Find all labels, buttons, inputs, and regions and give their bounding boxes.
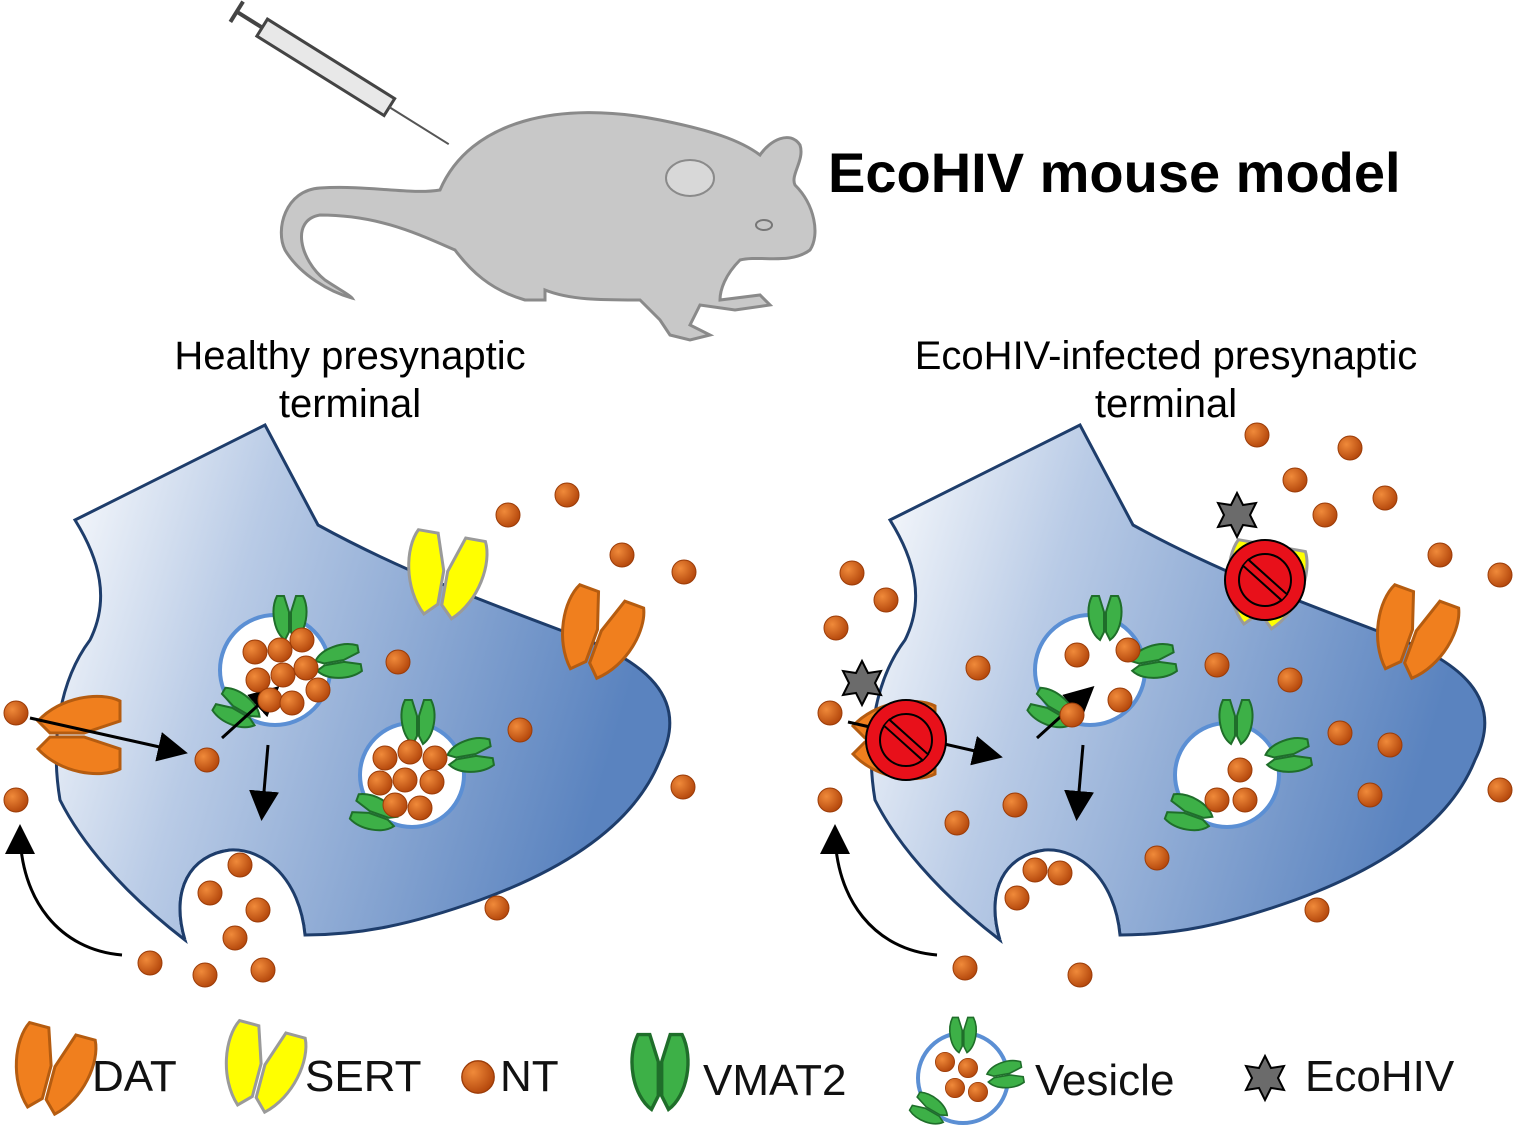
healthy-title-line1: Healthy presynaptic — [174, 334, 526, 378]
neurotransmitter-dot — [609, 542, 635, 568]
neurotransmitter-dot — [279, 690, 305, 716]
neurotransmitter-dot — [1022, 857, 1048, 883]
ecohiv-virus-icon — [1217, 492, 1257, 538]
neurotransmitter-dot — [397, 739, 423, 765]
neurotransmitter-dot — [1204, 787, 1230, 813]
neurotransmitter-dot — [1004, 885, 1030, 911]
neurotransmitter-dot — [1047, 860, 1073, 886]
neurotransmitter-dot — [1487, 562, 1513, 588]
neurotransmitter-dot — [495, 502, 521, 528]
neurotransmitter-dot — [257, 687, 283, 713]
neurotransmitter-dot — [1204, 652, 1230, 678]
neurotransmitter-dot — [670, 774, 696, 800]
legend-nt-label: NT — [500, 1052, 559, 1101]
neurotransmitter-dot — [407, 795, 433, 821]
neurotransmitter-dot — [1144, 845, 1170, 871]
healthy-panel-title: Healthy presynaptic terminal — [100, 332, 600, 428]
neurotransmitter-dot — [267, 637, 293, 663]
neurotransmitter-dot — [422, 745, 448, 771]
neurotransmitter-dot — [839, 560, 865, 586]
neurotransmitter-dot — [965, 655, 991, 681]
neurotransmitter-dot — [944, 810, 970, 836]
neurotransmitter-dot — [419, 769, 445, 795]
neurotransmitter-dot — [137, 950, 163, 976]
legend-ecohiv-label: EcoHIV — [1305, 1052, 1455, 1101]
neurotransmitter-dot — [250, 957, 276, 983]
neurotransmitter-dot — [1282, 467, 1308, 493]
neurotransmitter-dot — [1232, 787, 1258, 813]
legend-ecohiv-icon — [1245, 1055, 1285, 1101]
neurotransmitter-dot — [1312, 502, 1338, 528]
neurotransmitter-dot — [1337, 435, 1363, 461]
neurotransmitter-dot — [367, 770, 393, 796]
neurotransmitter-dot — [245, 667, 271, 693]
neurotransmitter-dot — [385, 649, 411, 675]
block-icon — [1225, 540, 1305, 620]
legend-dat-icon — [2, 1019, 102, 1123]
legend-vmat2-icon — [630, 1032, 690, 1112]
neurotransmitter-dot — [1107, 687, 1133, 713]
neurotransmitter-dot — [1115, 637, 1141, 663]
neurotransmitter-dot — [222, 925, 248, 951]
infected-title-line2: terminal — [1094, 382, 1238, 426]
neurotransmitter-dot — [194, 747, 220, 773]
neurotransmitter-dot — [817, 700, 843, 726]
legend-dat-label: DAT — [92, 1052, 177, 1101]
neurotransmitter-dot — [227, 852, 253, 878]
legend-nt-icon — [461, 1060, 495, 1094]
neurotransmitter-dot — [1377, 732, 1403, 758]
neurotransmitter-dot — [382, 792, 408, 818]
ecohiv-virus-icon — [842, 660, 882, 706]
block-icon — [866, 700, 946, 780]
neurotransmitter-dot — [197, 880, 223, 906]
neurotransmitter-dots — [3, 422, 1513, 988]
neurotransmitter-dot — [1277, 667, 1303, 693]
neurotransmitter-dot — [192, 962, 218, 988]
neurotransmitter-dot — [952, 955, 978, 981]
neurotransmitter-dot — [270, 662, 296, 688]
legend-vesicle-label: Vesicle — [1035, 1056, 1175, 1105]
infected-panel-title: EcoHIV-infected presynaptic terminal — [860, 332, 1472, 428]
neurotransmitter-dot — [823, 615, 849, 641]
legend — [2, 1016, 1285, 1132]
neurotransmitter-dot — [1357, 782, 1383, 808]
neurotransmitter-dot — [1059, 702, 1085, 728]
syringe-icon — [228, 0, 450, 146]
neurotransmitter-dot — [245, 897, 271, 923]
neurotransmitter-dot — [3, 700, 29, 726]
neurotransmitter-dot — [305, 677, 331, 703]
neurotransmitter-dot — [372, 745, 398, 771]
infected-title-line1: EcoHIV-infected presynaptic — [914, 334, 1418, 378]
neurotransmitter-dot — [392, 767, 418, 793]
neurotransmitter-dot — [671, 559, 697, 585]
mouse-icon — [279, 111, 817, 342]
neurotransmitter-dot — [242, 639, 268, 665]
neurotransmitter-dot — [1064, 642, 1090, 668]
neurotransmitter-dot — [1002, 792, 1028, 818]
neurotransmitter-dot — [293, 655, 319, 681]
neurotransmitter-dot — [289, 627, 315, 653]
neurotransmitter-dot — [1372, 485, 1398, 511]
neurotransmitter-dot — [1067, 962, 1093, 988]
page-title: EcoHIV mouse model — [828, 141, 1401, 204]
neurotransmitter-dot — [817, 787, 843, 813]
neurotransmitter-dot — [3, 787, 29, 813]
neurotransmitter-dot — [507, 717, 533, 743]
neurotransmitter-dot — [1327, 720, 1353, 746]
legend-vesicle-icon — [907, 1016, 1026, 1132]
legend-sert-label: SERT — [305, 1052, 422, 1101]
neurotransmitter-dot — [484, 895, 510, 921]
neurotransmitter-dot — [554, 482, 580, 508]
legend-vmat2-label: VMAT2 — [703, 1056, 847, 1105]
neurotransmitter-dot — [1227, 757, 1253, 783]
neurotransmitter-dot — [1427, 542, 1453, 568]
neurotransmitter-dot — [1244, 422, 1270, 448]
neurotransmitter-dot — [1487, 777, 1513, 803]
legend-sert-icon — [212, 1017, 312, 1121]
neurotransmitter-dot — [873, 587, 899, 613]
healthy-title-line2: terminal — [278, 382, 422, 426]
neurotransmitter-dot — [1304, 897, 1330, 923]
